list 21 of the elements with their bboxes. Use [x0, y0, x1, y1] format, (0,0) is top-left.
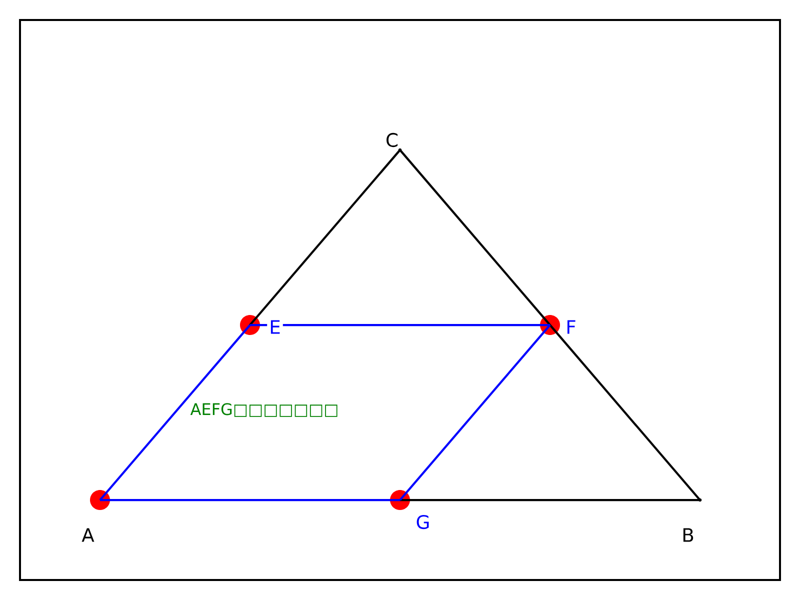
- point-label: F: [567, 320, 576, 334]
- line-segment: [249, 149, 401, 326]
- point-label: E: [267, 318, 283, 336]
- annotation: AEFG□□□□□□□: [190, 403, 338, 417]
- line-segment: [399, 149, 551, 326]
- vertex-point: [698, 498, 702, 502]
- point-label: C: [386, 132, 398, 148]
- line-segment: [99, 324, 251, 501]
- point-label: B: [683, 528, 694, 542]
- vertex-point: [398, 148, 402, 152]
- line-segment: [399, 324, 551, 501]
- line-segment: [100, 498, 400, 502]
- point-dot: [390, 490, 410, 510]
- line-segment: [250, 324, 550, 326]
- point-dot: [540, 315, 560, 335]
- line-segment: [549, 324, 701, 501]
- point-dot: [240, 315, 260, 335]
- point-label: G: [416, 514, 429, 530]
- point-label: A: [82, 528, 94, 542]
- point-dot: [90, 490, 110, 510]
- line-segment: [400, 498, 700, 502]
